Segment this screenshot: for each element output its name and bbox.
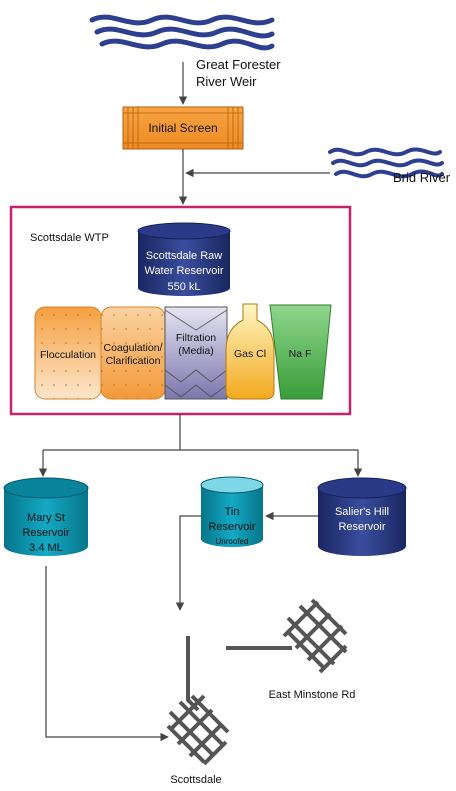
east-minstone-grid-icon (226, 598, 348, 674)
filtration-media: Filtration (Media) (164, 306, 228, 400)
distribution-lines (38, 414, 363, 477)
mary-st-reservoir: Mary St Reservoir 3.4 ML (3, 477, 89, 556)
wtp-title: Scottsdale WTP (30, 232, 109, 244)
mary-st-label-line1: Mary St (27, 512, 65, 524)
great-forester-label-line2: River Weir (196, 74, 257, 89)
brid-river-label: Brid River (393, 170, 451, 185)
raw-reservoir-line3: 550 kL (167, 281, 200, 293)
saliers-hill-reservoir: Salier's Hill Reservoir (317, 477, 407, 556)
mary-st-label-line3: 3.4 ML (29, 542, 63, 554)
gas-chlorine-bottle: Gas Cl (225, 303, 275, 400)
east-minstone-label: East Minstone Rd (269, 689, 356, 701)
coagulation-clarification-tank: Coagulation/ Clarification (100, 306, 166, 400)
river-icon-great-forester (89, 14, 275, 51)
mary-st-label-line2: Reservoir (22, 527, 69, 539)
gas-cl-label: Gas Cl (234, 348, 266, 360)
initial-screen-label: Initial Screen (148, 121, 217, 135)
great-forester-label-line1: Great Forester (196, 57, 281, 72)
tin-label-line3: Unroofed (216, 537, 249, 546)
river-icon-brid (328, 147, 444, 179)
scottsdale-label: Scottsdale (170, 774, 221, 786)
tin-label-line1: Tin (225, 506, 240, 518)
naf-label: Na F (289, 348, 312, 360)
raw-reservoir-line2: Water Reservoir (144, 265, 223, 277)
filtration-label-line2: (Media) (178, 345, 214, 357)
coagulation-label-line1: Coagulation/ (104, 342, 163, 354)
tin-reservoir: Tin Reservoir Unroofed (200, 476, 264, 547)
initial-screen: Initial Screen (122, 106, 244, 150)
flow-arrow (45, 566, 169, 742)
flocculation-tank: Flocculation (34, 306, 102, 400)
saliers-hill-label-line1: Salier's Hill (335, 506, 389, 518)
filtration-label-line1: Filtration (176, 332, 216, 344)
raw-water-reservoir: Scottsdale Raw Water Reservoir 550 kL (137, 222, 231, 296)
tin-label-line2: Reservoir (208, 521, 255, 533)
coagulation-label-line2: Clarification (106, 355, 161, 367)
raw-reservoir-line1: Scottsdale Raw (146, 250, 222, 262)
flow-arrow (175, 515, 201, 611)
flocculation-label: Flocculation (40, 349, 96, 361)
sodium-fluoride-container: Na F (269, 304, 332, 400)
saliers-hill-label-line2: Reservoir (338, 521, 385, 533)
scottsdale-grid-icon (166, 694, 230, 766)
